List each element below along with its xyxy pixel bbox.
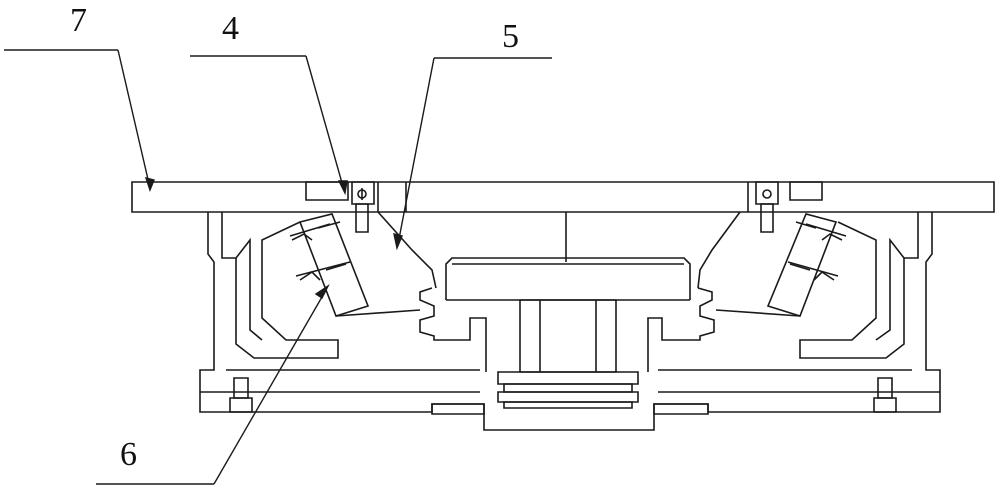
part-label-4: 4 bbox=[222, 10, 239, 47]
right-bolt-assembly bbox=[748, 182, 822, 232]
left-inner-cavity bbox=[222, 212, 338, 358]
part-label-6: 6 bbox=[120, 436, 137, 473]
left-bearing-ring bbox=[290, 214, 368, 316]
inner-cone bbox=[336, 212, 800, 316]
right-bearing-ring bbox=[768, 214, 846, 316]
top-plate bbox=[132, 182, 994, 262]
leader-4-arrow bbox=[339, 181, 347, 193]
leader-6-arrow bbox=[316, 286, 328, 298]
leader-5 bbox=[398, 58, 434, 244]
leader-lines bbox=[4, 50, 552, 484]
left-bolt-assembly bbox=[306, 182, 406, 232]
central-hub bbox=[420, 258, 714, 372]
housing-outline bbox=[200, 212, 940, 430]
right-inner-cavity bbox=[800, 212, 918, 358]
bottom-feet bbox=[230, 378, 896, 414]
part-label-7: 7 bbox=[70, 2, 87, 39]
leader-5-arrow bbox=[394, 234, 402, 248]
leader-4 bbox=[306, 56, 344, 190]
leader-6 bbox=[214, 290, 326, 484]
leader-7 bbox=[118, 50, 150, 188]
part-label-5: 5 bbox=[502, 18, 519, 55]
leader-7-arrow bbox=[146, 178, 154, 190]
shaft-rings bbox=[498, 372, 638, 408]
